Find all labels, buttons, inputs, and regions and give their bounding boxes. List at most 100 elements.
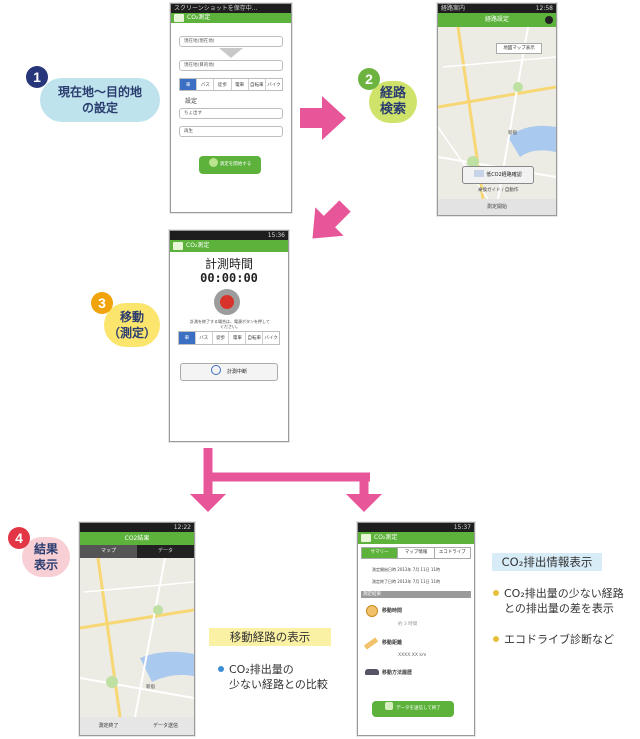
bullet-dot [493,636,499,642]
step2-label-pill: 経路 検索 [369,81,417,123]
mode-train[interactable]: 電車 [229,332,247,344]
app-header: CO₂測定 [170,240,288,252]
end-datetime-row: 測定終了日時 2013年 7月 11日 11時 [372,579,440,584]
travel-time-value: 約 3 時間 [398,622,418,627]
tab-map[interactable]: マップ [80,545,137,558]
send-and-finish-button[interactable]: データを送信して終了 [372,701,454,717]
step3-label-pill: 移動 （測定） [104,303,160,347]
start-measure-button[interactable]: 測定を開始する [199,156,261,174]
result-map[interactable]: 新宿 [80,558,194,717]
co2-info-bullet2: エコドライブ診断など [493,632,614,647]
mode-motorbike[interactable]: バイク [264,336,278,341]
arrowhead-to-co2-info [346,494,382,512]
route-display-bullet-line1: CO₂排出量の [218,662,328,677]
phone-screen-setup: スクリーンショットを保存中... CO₂測定 現在地(現在地) 現在地(目的地)… [170,3,292,213]
step2-number: 2 [358,68,380,90]
route-display-bullet-line2: 少ない経路との比較 [229,678,328,691]
start-datetime-row: 測定開始日時 2013年 7月 11日 11時 [372,567,440,572]
step3-label-line1: 移動 [119,310,144,324]
mode-walk[interactable]: 徒歩 [213,332,230,344]
phone-screen-result-summary: 15:37 CO₂測定 サマリー マップ情報 エコドライブ 測定開始日時 201… [357,522,475,736]
route-display-bullet-text1: CO₂排出量の [229,663,294,676]
step1-number: 1 [26,66,48,88]
transport-mode-selector[interactable]: 車 バス 徒歩 電車 自転車 バイク [179,78,283,91]
step2-label-line1: 経路 [379,86,406,101]
mode-bicycle[interactable]: 自転車 [246,332,264,344]
status-bar: 12:22 [80,523,194,532]
step4-label-line2: 表示 [33,558,58,572]
start-measure-label: 測定を開始する [219,162,252,167]
tab-eco-drive[interactable]: エコドライブ [433,548,470,558]
travel-mode-label: 移動方法履歴 [382,670,413,676]
travel-distance-value: XXXX.XX km [398,653,427,658]
step3-label-line2: （測定） [107,326,156,340]
mode-bicycle[interactable]: 自転車 [249,79,266,90]
map-graphics [80,558,194,717]
stop-instruction: 計測を終了する場合は、電源ボタンを押してください。 [190,319,270,329]
mode-bus[interactable]: バス [196,332,213,344]
tab-map-info[interactable]: マップ情報 [397,548,434,558]
tab-data[interactable]: データ [137,545,194,558]
mode-train[interactable]: 電車 [232,79,249,90]
stop-icon [220,295,234,309]
app-logo-icon [361,534,371,542]
mode-walk[interactable]: 徒歩 [214,79,232,90]
app-title: CO₂測定 [186,242,210,249]
send-data-button[interactable]: データ送信 [152,723,178,729]
setting-field-b[interactable]: 再生 [179,126,283,137]
status-bar: スクリーンショットを保存中... [171,4,291,13]
pause-button[interactable]: 計測中断 [180,363,278,381]
mode-bus[interactable]: バス [197,79,215,90]
arrowhead-to-step4 [190,494,226,512]
stop-button[interactable] [214,289,240,315]
phone-screen-result-map: 12:22 CO2結果 マップ データ 新宿 測定終了 データ送信 [79,522,195,736]
origin-input[interactable]: 現在地(現在地) [179,36,283,47]
settings-gear-icon[interactable] [545,16,553,24]
route-map[interactable]: 新宿 地図マップ表示 低CO2経路確認 乗換ガイド / 自動作 [438,27,556,199]
app-logo-icon [174,14,184,22]
phone-screen-measuring: 15:36 CO₂測定 計測時間 00:00:00 計測を終了する場合は、電源ボ… [169,230,289,442]
route-search-icon [474,170,485,177]
settings-label: 設定 [185,98,198,105]
co2-info-bullet1-line1: CO₂排出量の少ない経路 [493,586,624,601]
setting-field-a[interactable]: ちょ出す [179,108,283,119]
step4-label-pill: 結果 表示 [22,537,70,577]
low-co2-route-button[interactable]: 低CO2経路確認 [462,166,534,184]
mode-car[interactable]: 車 [179,332,196,344]
co2-info-tag: CO₂排出情報表示 [492,553,602,571]
step1-label-pill: 現在地〜目的地 の設定 [40,78,160,122]
stopwatch-icon [210,365,221,375]
header-title: 経路設定 [484,16,509,23]
elapsed-timer: 00:00:00 [200,271,258,285]
send-and-finish-label: データを送信して終了 [396,706,441,711]
step3-number: 3 [91,292,113,314]
result-tabs: マップ データ [80,545,194,558]
low-co2-route-label: 低CO2経路確認 [486,172,522,178]
send-icon [385,702,394,710]
end-measure-button[interactable]: 測定終了 [98,723,119,729]
step4-label-line1: 結果 [33,542,58,556]
mode-car[interactable]: 車 [180,79,198,90]
status-bar: 15:36 [170,231,288,240]
step4-number: 4 [8,527,30,549]
travel-distance-label: 移動距離 [382,640,403,646]
app-header: CO2結果 [80,532,194,545]
transport-mode-selector[interactable]: 車 バス 徒歩 電車 自転車 バイク [178,331,280,345]
clock: 15:37 [453,524,471,531]
co2-info-bullet1: CO₂排出量の少ない経路 との排出量の差を表示 [493,586,624,616]
status-text: 経路案内 [441,5,466,12]
measure-start-bar[interactable]: 測定開始 [438,199,556,215]
header-title: CO2結果 [124,535,150,542]
map-place-label: 新宿 [508,131,517,136]
route-sub-label: 乗換ガイド / 自動作 [478,188,519,193]
app-logo-icon [173,242,183,250]
travel-time-label: 移動時間 [382,608,403,614]
map-view-button[interactable]: 地図マップ表示 [496,43,542,54]
tab-summary[interactable]: サマリー [362,548,398,558]
mode-motorbike[interactable]: バイク [267,82,281,88]
clock-icon [366,605,378,617]
destination-input[interactable]: 現在地(目的地) [179,60,283,71]
result-section-header: 測定結果 [361,591,471,598]
